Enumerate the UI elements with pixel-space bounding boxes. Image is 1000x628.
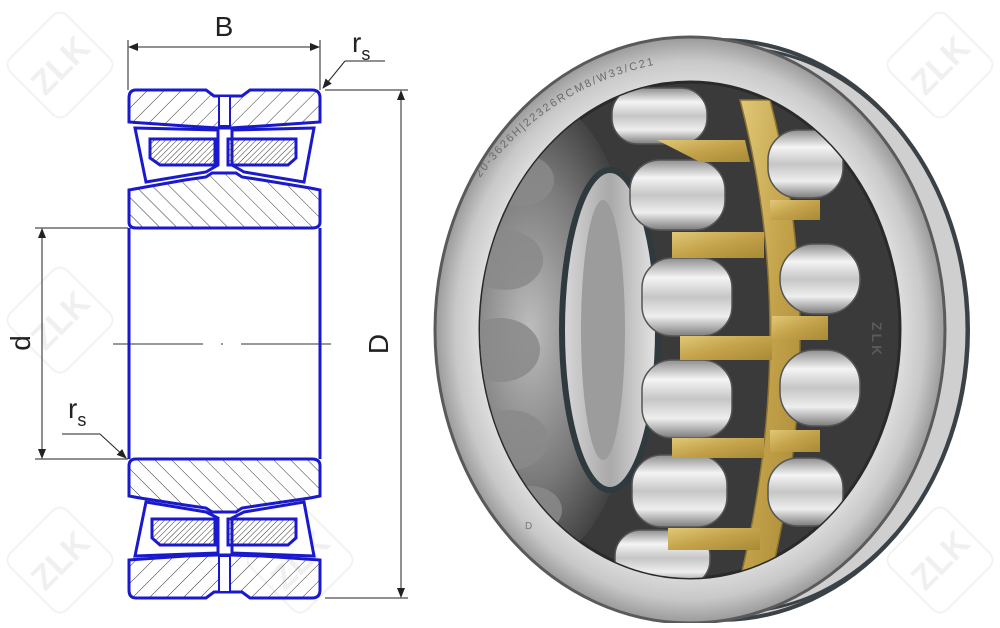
brand-marking: ZLK [869,322,885,358]
label-d: d [5,335,36,351]
watermark-text: ZLK [904,524,978,598]
technical-drawing: B rs D d rs [5,11,408,600]
section-top [127,88,322,230]
dimension-D: D [325,89,408,599]
watermark-text: ZLK [24,29,98,103]
dimension-B: B [127,11,321,90]
roller-row-left [611,87,733,578]
section-bottom [127,457,322,600]
watermark-text: ZLK [24,524,98,598]
roller-row-right [767,129,861,527]
label-B: B [215,11,234,42]
small-marking: D [525,521,532,532]
brass-cage [657,99,828,578]
chamfer-callout-top: rs [322,27,385,89]
bearing-photo: 20-3626H|22326RCM8/W33/C21 ZLK D [433,35,970,625]
label-D: D [363,334,394,354]
label-rs-bottom: rs [68,393,86,430]
label-rs-top: rs [352,27,370,64]
watermark-text: ZLK [904,29,978,103]
dimension-d: d [5,227,128,460]
chamfer-callout-bottom: rs [62,393,127,459]
